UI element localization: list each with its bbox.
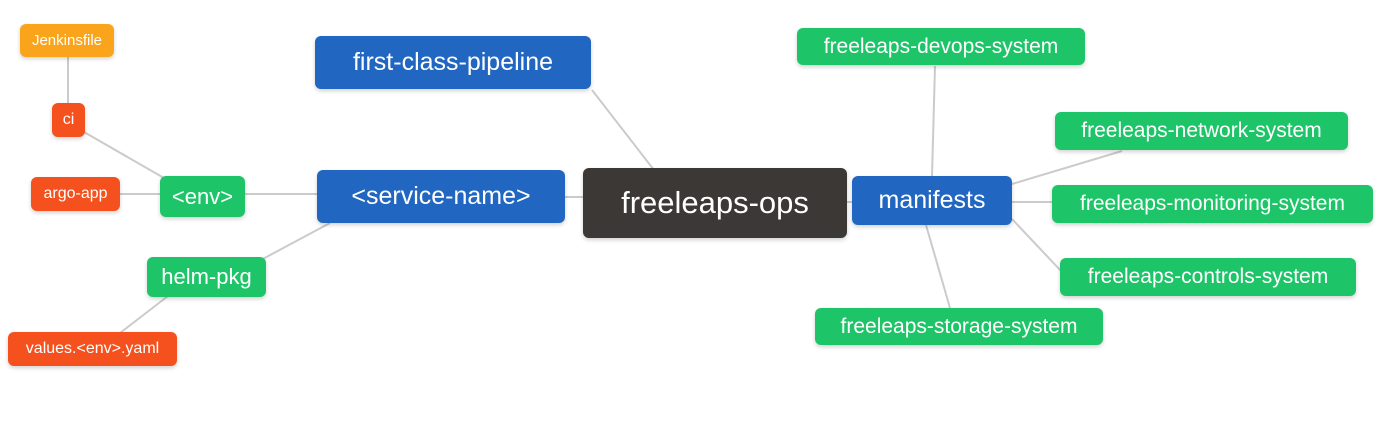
edge-manifests-controls-system [1011,218,1063,273]
edge-manifests-storage-system [925,224,951,309]
node-ci[interactable]: ci [52,103,85,137]
edge-pipeline-freeleaps-ops [591,89,655,171]
node-freeleaps-monitoring-system[interactable]: freeleaps-monitoring-system [1052,185,1373,223]
edge-manifests-network-system [1011,150,1123,185]
node-argo-app[interactable]: argo-app [31,177,120,211]
node-freeleaps-storage-system[interactable]: freeleaps-storage-system [815,308,1103,345]
node-helm-pkg[interactable]: helm-pkg [147,257,266,297]
node-freeleaps-ops[interactable]: freeleaps-ops [583,168,847,238]
node-env[interactable]: <env> [160,176,245,217]
node-freeleaps-network-system[interactable]: freeleaps-network-system [1055,112,1348,150]
node-freeleaps-controls-system[interactable]: freeleaps-controls-system [1060,258,1356,296]
node-first-class-pipeline[interactable]: first-class-pipeline [315,36,591,89]
edge-ci-env [83,131,165,179]
node-values-env-yaml[interactable]: values.<env>.yaml [8,332,177,366]
edge-helm-pkg-values [119,295,169,334]
edge-manifests-devops-system [931,65,936,177]
node-service-name[interactable]: <service-name> [317,170,565,223]
node-freeleaps-devops-system[interactable]: freeleaps-devops-system [797,28,1085,65]
node-manifests[interactable]: manifests [852,176,1012,225]
node-jenkinsfile[interactable]: Jenkinsfile [20,24,114,57]
edge-service-name-helm-pkg [258,222,331,262]
